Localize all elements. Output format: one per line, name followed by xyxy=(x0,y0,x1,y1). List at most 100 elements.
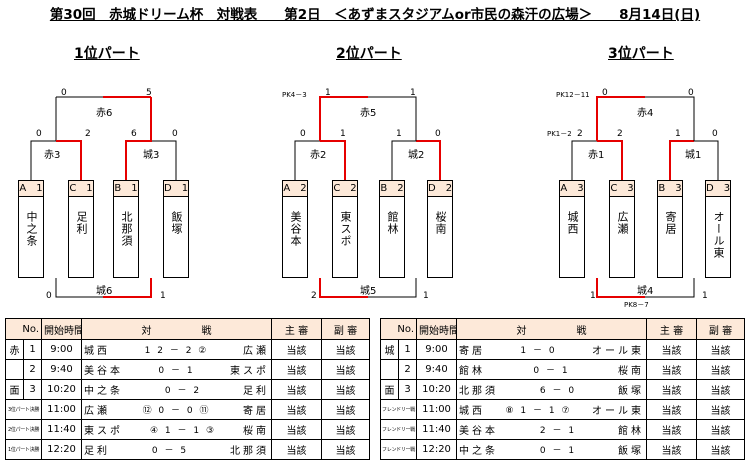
team-box: D 2 桜南 xyxy=(427,180,453,278)
team-box: D 1 飯塚 xyxy=(163,180,189,278)
p3-bottom-score1: 1 xyxy=(590,291,596,301)
team-code: B 3 xyxy=(658,181,682,197)
team-name: 桜南 xyxy=(434,211,447,235)
p2-left-label: 赤2 xyxy=(310,149,326,161)
team-name: 館林 xyxy=(386,211,399,235)
score: ④ 1 － 1 ③ xyxy=(149,426,217,436)
team-a: 足利 xyxy=(84,446,111,457)
team-b: 館林 xyxy=(618,426,645,437)
team-a: 城西 xyxy=(459,406,486,417)
p3-left-score2: 2 xyxy=(617,129,623,139)
sub-referee: 当該 xyxy=(696,379,746,400)
score: 0 － 2 xyxy=(164,386,202,396)
match-cell: 寄居 1 － 0 オール東 xyxy=(456,339,648,360)
header-match: 対 戦 xyxy=(456,318,648,340)
p3-bottom-score2: 1 xyxy=(702,291,708,301)
p1-left-score2: 2 xyxy=(85,129,91,139)
venue-cell xyxy=(5,359,24,380)
match-type: 3位パート決勝 xyxy=(4,399,43,420)
score: 1 － 0 xyxy=(520,346,557,356)
p2-right-score2: 0 xyxy=(435,129,441,139)
team-box: B 1 北那須 xyxy=(113,180,139,278)
sub-referee: 当該 xyxy=(321,439,371,460)
team-code: B 2 xyxy=(380,181,404,197)
bracket-part-3 xyxy=(571,96,719,298)
header-match: 対 戦 xyxy=(81,318,273,340)
start-time: 9:00 xyxy=(416,339,458,360)
team-b: オール東 xyxy=(592,406,644,417)
start-time: 11:00 xyxy=(416,399,458,420)
p3-pk-bottom: PK8－7 xyxy=(624,301,649,309)
referee: 当該 xyxy=(271,359,323,380)
team-code: D 2 xyxy=(428,181,452,197)
team-box: C 3 広瀬 xyxy=(609,180,635,278)
venue-cell: 面 xyxy=(380,379,399,400)
p3-left-label: 赤1 xyxy=(588,149,604,161)
start-time: 11:40 xyxy=(41,419,83,440)
team-code: C 1 xyxy=(69,181,93,197)
score: ⑧ 1 － 1 ⑦ xyxy=(505,406,572,416)
team-a: 城西 xyxy=(84,346,111,357)
p1-final-score2: 5 xyxy=(146,88,152,98)
team-box: C 2 東スポ xyxy=(332,180,358,278)
referee: 当該 xyxy=(646,339,698,360)
p2-left-score2: 1 xyxy=(340,129,346,139)
p1-left-score1: 0 xyxy=(36,129,42,139)
score: 2 － 1 xyxy=(539,426,577,436)
start-time: 11:00 xyxy=(41,399,83,420)
team-b: 飯塚 xyxy=(618,386,645,397)
team-b: 北那須 xyxy=(230,446,270,457)
venue-cell: 面 xyxy=(5,379,24,400)
team-b: 東スポ xyxy=(230,366,270,377)
team-b: 寄居 xyxy=(243,406,270,417)
team-a: 美谷本 xyxy=(84,366,124,377)
team-b: 飯塚 xyxy=(618,446,645,457)
sub-referee: 当該 xyxy=(321,399,371,420)
p3-pk-left: PK1－2 xyxy=(547,130,572,138)
table-header-row: No. 開始時間 対 戦 主 審 副 審 xyxy=(379,318,746,340)
team-name: 北那須 xyxy=(120,211,133,247)
team-code: C 2 xyxy=(333,181,357,197)
p1-left-label: 赤3 xyxy=(44,149,60,161)
team-code: D 3 xyxy=(706,181,730,197)
p2-bottom-label: 城5 xyxy=(360,285,376,297)
team-code: A 1 xyxy=(19,181,43,197)
match-no: 2 xyxy=(22,359,43,380)
match-no: 3 xyxy=(22,379,43,400)
match-type: フレンドリー戦 xyxy=(379,419,418,440)
referee: 当該 xyxy=(646,359,698,380)
team-a: 北那須 xyxy=(459,386,499,397)
team-a: 寄居 xyxy=(459,346,486,357)
sub-referee: 当該 xyxy=(696,439,746,460)
header-ref: 主 審 xyxy=(271,318,323,340)
p3-pk-final: PK12－11 xyxy=(556,91,590,99)
team-code: A 2 xyxy=(283,181,307,197)
match-type: 1位パート決勝 xyxy=(4,439,43,460)
team-name: 足利 xyxy=(75,211,88,235)
part-title-3: 3位パート xyxy=(608,46,674,62)
bracket-part-2 xyxy=(294,96,441,298)
start-time: 9:00 xyxy=(41,339,83,360)
venue-cell xyxy=(380,359,399,380)
part-title-2: 2位パート xyxy=(336,46,402,62)
team-b: オール東 xyxy=(592,346,645,357)
referee: 当該 xyxy=(271,399,323,420)
header-no: No. xyxy=(379,318,418,340)
team-box: B 2 館林 xyxy=(379,180,405,278)
score: 0 － 1 xyxy=(539,446,577,456)
start-time: 9:40 xyxy=(41,359,83,380)
match-type: 2位パート決勝 xyxy=(4,419,43,440)
p2-bottom-score2: 1 xyxy=(423,291,429,301)
p2-final-score1: 1 xyxy=(325,88,331,98)
score: 1 2 － 2 ② xyxy=(144,346,209,356)
